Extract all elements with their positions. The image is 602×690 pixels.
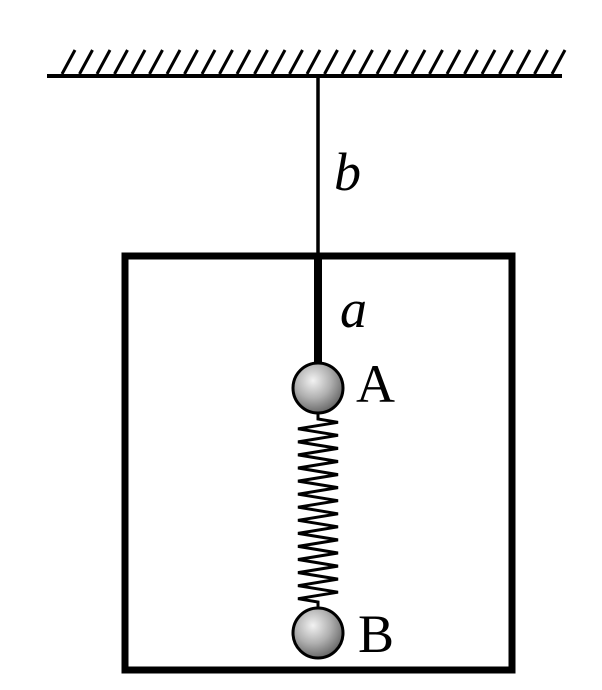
hatch-line <box>78 49 94 75</box>
hatch-line <box>533 49 549 75</box>
hatch-line <box>323 49 339 75</box>
hatch-line <box>288 49 304 75</box>
label-ball-a: A <box>356 354 395 414</box>
hatch-line <box>428 49 444 75</box>
hatch-line <box>550 49 567 75</box>
hatch-line <box>270 49 287 75</box>
hatch-line <box>183 49 199 75</box>
hatch-line <box>410 49 427 75</box>
hatch-line <box>393 49 409 75</box>
hatch-line <box>200 49 217 75</box>
hatch-line <box>305 49 322 75</box>
hatch-line <box>253 49 269 75</box>
hatch-line <box>218 49 234 75</box>
hatch-line <box>165 49 182 75</box>
ball-b <box>291 606 345 660</box>
ceiling <box>47 49 567 78</box>
ceiling-hatching <box>60 49 567 75</box>
hatch-line <box>480 49 497 75</box>
hatch-line <box>445 49 462 75</box>
hatch-line <box>60 49 77 75</box>
hatch-line <box>340 49 357 75</box>
ball-a <box>291 361 345 415</box>
hatch-line <box>515 49 532 75</box>
hatch-line <box>463 49 479 75</box>
hatch-line <box>130 49 147 75</box>
label-ball-b: B <box>358 604 394 664</box>
hatch-line <box>358 49 374 75</box>
label-string-a: a <box>340 279 367 339</box>
hatch-line <box>113 49 129 75</box>
spring <box>297 413 339 608</box>
label-string-b: b <box>334 142 361 202</box>
hatch-line <box>95 49 112 75</box>
hatch-line <box>235 49 252 75</box>
hatch-line <box>148 49 164 75</box>
hatch-line <box>375 49 392 75</box>
hatch-line <box>498 49 514 75</box>
